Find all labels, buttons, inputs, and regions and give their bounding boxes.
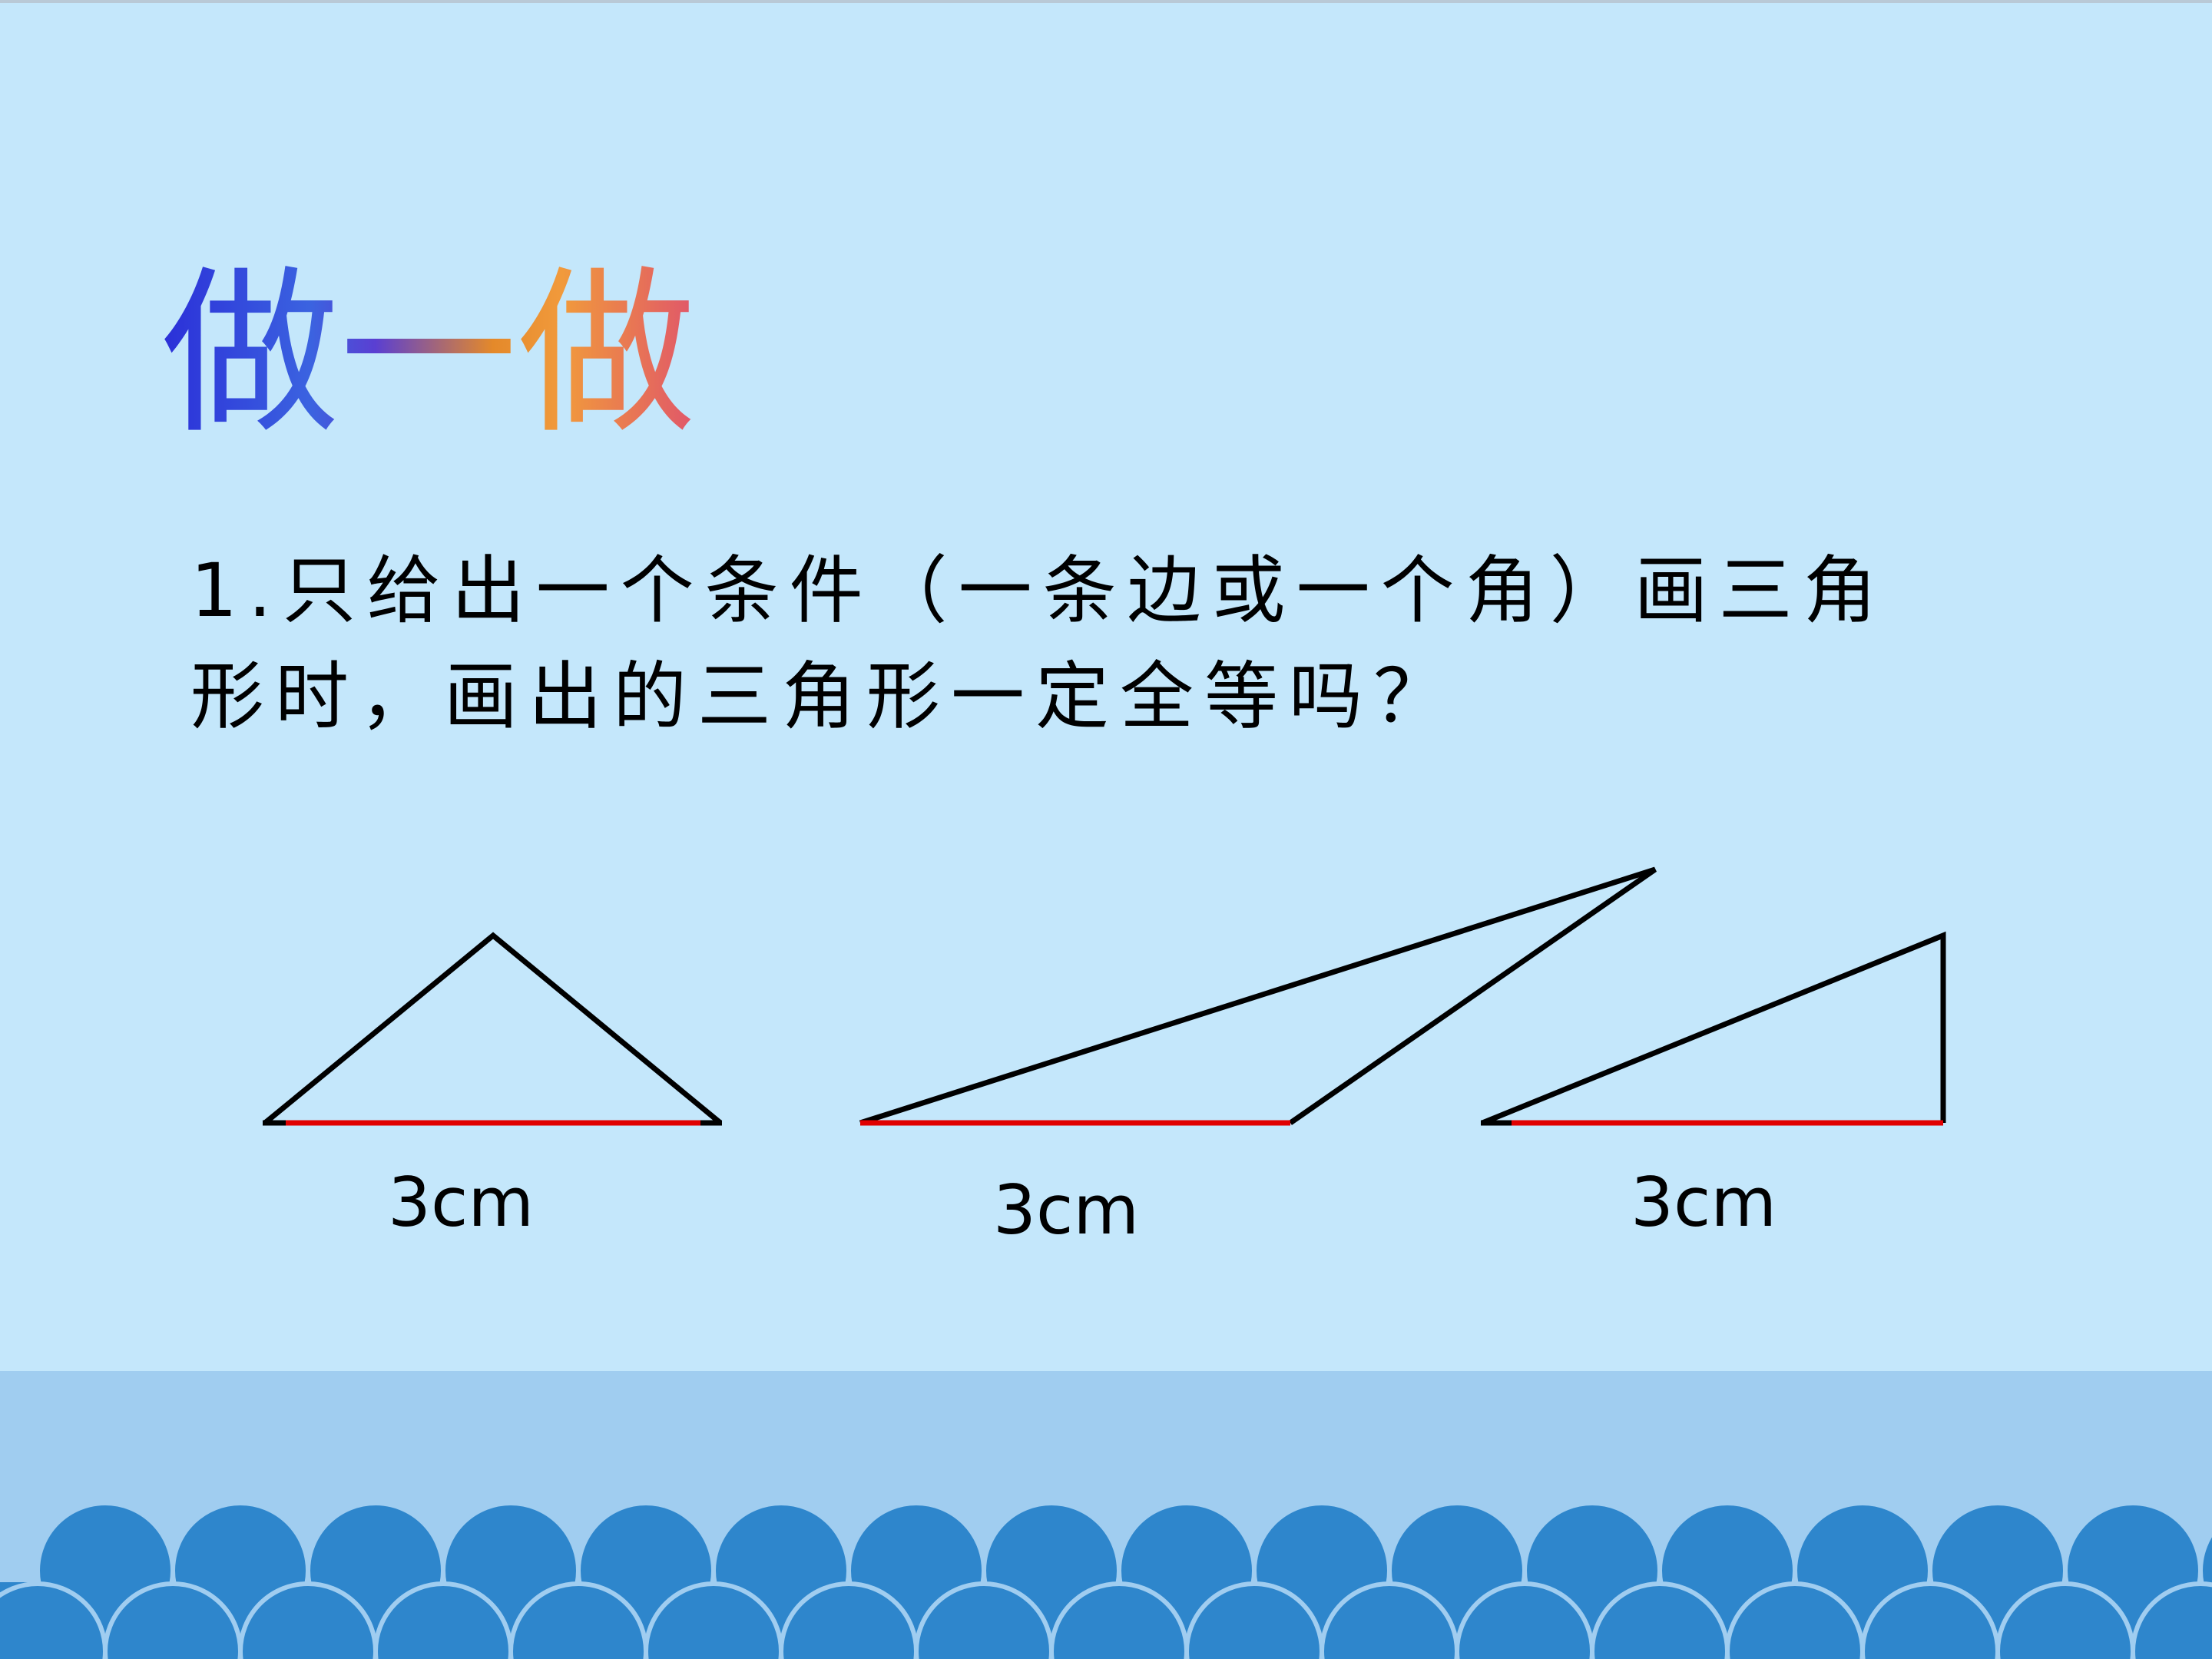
triangle-1-sides [263,932,723,1125]
triangle-1-base-label: 3cm [388,1163,535,1242]
question-text: 1.只给出一个条件（一条边或一个角）画三角 形时，画出的三角形一定全等吗？ [190,538,1957,750]
top-border [0,0,2212,3]
triangle-1 [263,932,723,1126]
wave-scallop [2131,1581,2212,1659]
question-line-1: 1.只给出一个条件（一条边或一个角）画三角 [190,548,1888,634]
wave-row-front [0,1581,2212,1659]
triangle-2-sides [859,866,1657,1126]
question-line-2: 形时，画出的三角形一定全等吗？ [190,654,1458,740]
triangle-2 [859,866,1657,1126]
triangle-3-base-label: 3cm [1631,1163,1777,1242]
slide-title: 做一做 [161,250,697,458]
triangle-3 [1481,931,1946,1126]
triangle-2-base-label: 3cm [993,1171,1140,1250]
triangle-3-sides [1481,931,1946,1126]
